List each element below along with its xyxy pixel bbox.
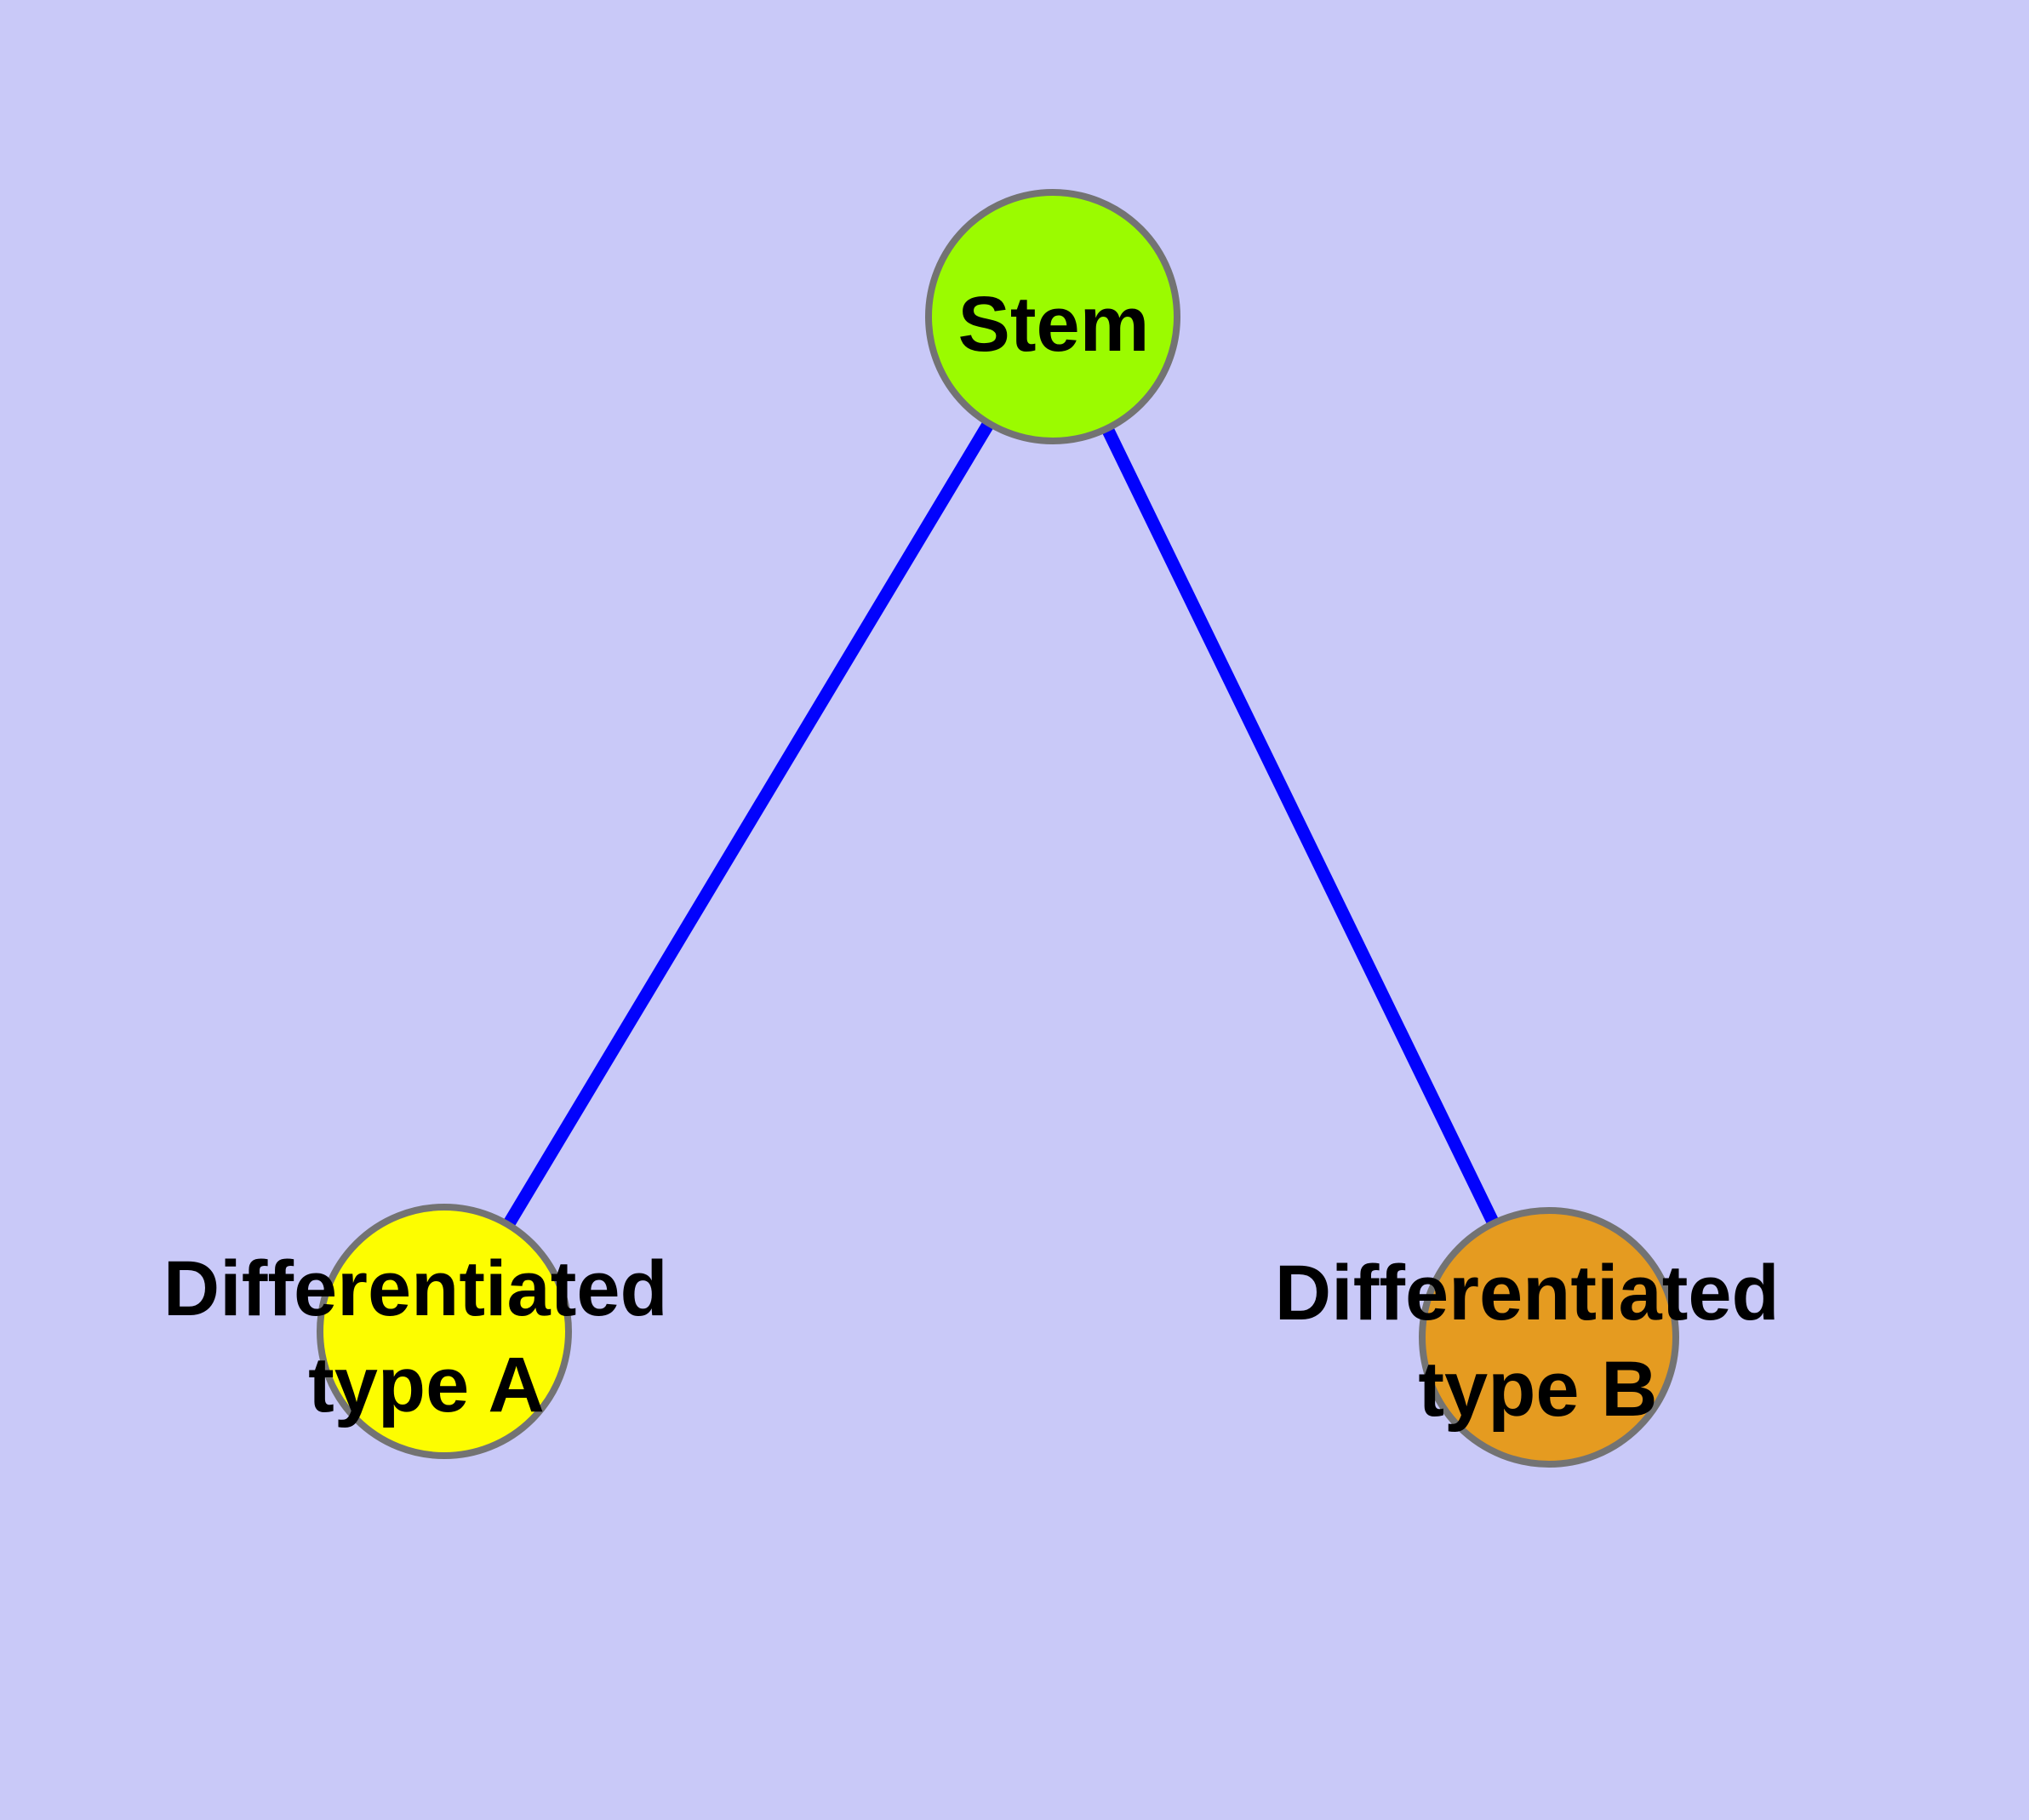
stem-node-label: Stem: [958, 281, 1150, 368]
differentiated-type-b-label-line1: Differentiated: [1275, 1250, 1780, 1336]
differentiated-type-b-node-circle: [1419, 1207, 1679, 1468]
stem-node-circle: [925, 189, 1180, 444]
edge-stem-to-type-a: [438, 313, 1059, 1335]
differentiated-type-a-label-line1: Differentiated: [163, 1245, 668, 1332]
differentiated-type-a-node-label: Differentiated type A: [163, 1245, 690, 1428]
differentiated-type-b-label-line2: type B: [1418, 1346, 1657, 1433]
differentiated-type-b-node-label: Differentiated type B: [1275, 1250, 1802, 1433]
differentiated-type-a-node-circle: [317, 1204, 572, 1459]
edge-stem-to-type-b: [1047, 313, 1555, 1341]
differentiated-type-a-label-line2: type A: [308, 1342, 545, 1428]
